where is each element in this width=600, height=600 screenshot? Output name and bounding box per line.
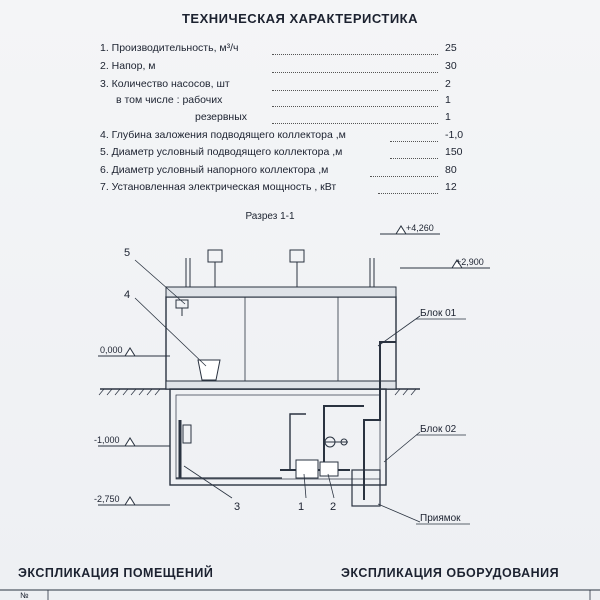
spec-value: 80 bbox=[445, 164, 457, 176]
leader-pit bbox=[377, 503, 421, 523]
spec-label: в том числе : рабочих bbox=[116, 94, 223, 106]
spec-label: резервных bbox=[195, 111, 247, 123]
leader-block01 bbox=[377, 315, 421, 347]
spec-value: 25 bbox=[445, 42, 457, 54]
chamber bbox=[169, 388, 387, 486]
elevation-label: +2,900 bbox=[456, 257, 484, 267]
leader-line bbox=[390, 158, 438, 159]
callout-5: 5 bbox=[124, 247, 130, 259]
leader-block02 bbox=[383, 431, 421, 463]
elevation-label: 0,000 bbox=[100, 345, 123, 355]
leader-line bbox=[378, 193, 438, 194]
leader-5 bbox=[134, 259, 186, 305]
roof-unit bbox=[207, 249, 223, 263]
floor-slab bbox=[165, 380, 397, 390]
pump-2 bbox=[319, 461, 339, 477]
leader-line bbox=[272, 72, 438, 73]
spec-label: 4. Глубина заложения подводящего коллект… bbox=[100, 129, 346, 141]
leader-3 bbox=[183, 465, 233, 499]
spec-label: 5. Диаметр условный подводящего коллекто… bbox=[100, 146, 343, 158]
page-title: ТЕХНИЧЕСКАЯ ХАРАКТЕРИСТИКА bbox=[181, 11, 419, 26]
housing-upper bbox=[165, 296, 397, 390]
equipment-explication-title: ЭКСПЛИКАЦИЯ ОБОРУДОВАНИЯ bbox=[341, 566, 560, 580]
leader-line bbox=[272, 54, 438, 55]
leader-4 bbox=[134, 297, 207, 367]
roof-slab bbox=[165, 286, 397, 298]
pump-1 bbox=[295, 459, 319, 479]
elevation-mark bbox=[124, 347, 136, 357]
spec-label: 7. Установленная электрическая мощность … bbox=[100, 181, 337, 193]
pit bbox=[351, 469, 381, 507]
spec-value: 1 bbox=[445, 111, 451, 123]
leader-line bbox=[272, 123, 438, 124]
callout-4: 4 bbox=[124, 289, 130, 301]
chamber-inner bbox=[175, 394, 381, 480]
elevation-label: -2,750 bbox=[94, 494, 120, 504]
leader-1 bbox=[303, 473, 307, 499]
block02-label: Блок 02 bbox=[420, 424, 457, 435]
riser-pipe bbox=[323, 405, 364, 470]
leader-line bbox=[390, 141, 438, 142]
elevation-mark bbox=[124, 496, 136, 506]
spec-value: 12 bbox=[445, 181, 457, 193]
spec-value: 1 bbox=[445, 94, 451, 106]
spec-value: 2 bbox=[445, 78, 451, 90]
callout-3: 3 bbox=[234, 501, 240, 513]
elevation-mark bbox=[451, 259, 463, 269]
device-4 bbox=[197, 359, 221, 381]
rooms-explication-title: ЭКСПЛИКАЦИЯ ПОМЕЩЕНИЙ bbox=[18, 566, 214, 580]
spec-value: 150 bbox=[445, 146, 463, 158]
elevation-mark bbox=[124, 437, 136, 447]
pressure-pipe bbox=[363, 341, 392, 500]
spec-value: -1,0 bbox=[445, 129, 464, 141]
spec-label: 6. Диаметр условный напорного коллектора… bbox=[100, 164, 329, 176]
section-title: Разрез 1-1 bbox=[245, 211, 295, 222]
roof-unit bbox=[289, 249, 305, 263]
elevation-label: +4,260 bbox=[406, 223, 434, 233]
elevation-label: -1,000 bbox=[94, 435, 120, 445]
pit-label: Приямок bbox=[420, 513, 461, 524]
branch-pipe bbox=[289, 413, 306, 470]
block01-label: Блок 01 bbox=[420, 308, 457, 319]
callout-2: 2 bbox=[330, 501, 336, 513]
spec-value: 30 bbox=[445, 60, 457, 72]
sensor bbox=[182, 424, 192, 444]
leader-2 bbox=[327, 473, 335, 499]
leader-line bbox=[272, 106, 438, 107]
spec-label: 3. Количество насосов, шт bbox=[100, 78, 230, 90]
spec-label: 2. Напор, м bbox=[100, 60, 156, 72]
elevation-mark bbox=[395, 225, 407, 235]
leader-line bbox=[370, 176, 438, 177]
ground-hatch bbox=[98, 388, 417, 396]
spec-label: 1. Производительность, м³/ч bbox=[100, 42, 239, 54]
callout-1: 1 bbox=[298, 501, 304, 513]
leader-line bbox=[272, 90, 438, 91]
table-header-number: № bbox=[20, 591, 29, 600]
